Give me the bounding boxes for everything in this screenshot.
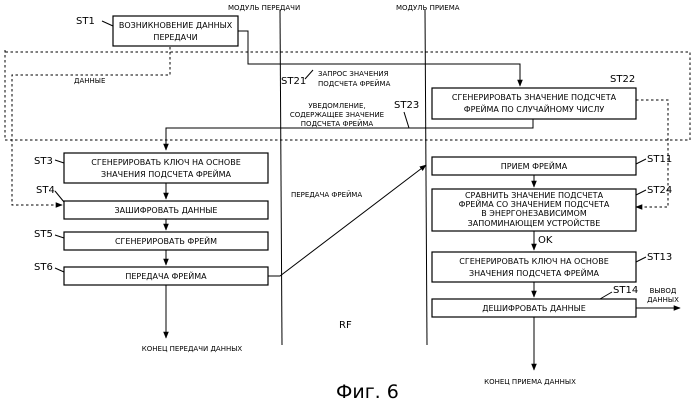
st24-label: ST24 (647, 185, 672, 196)
data-output-line-1: ВЫВОД (650, 287, 677, 295)
transmitter-header: МОДУЛЬ ПЕРЕДАЧИ (228, 4, 300, 12)
st11-leader (636, 159, 646, 164)
st24-leader (636, 190, 646, 195)
st23-leader (404, 112, 409, 128)
end-reception-text: КОНЕЦ ПРИЕМА ДАННЫХ (484, 378, 576, 386)
st5-leader (55, 235, 64, 238)
st5-text: СГЕНЕРИРОВАТЬ ФРЕЙМ (115, 235, 217, 246)
transmitter-divider (280, 10, 282, 345)
st6-label: ST6 (34, 262, 53, 273)
st4-label: ST4 (36, 185, 55, 196)
st13-line-1: СГЕНЕРИРОВАТЬ КЛЮЧ НА ОСНОВЕ (459, 257, 609, 266)
st24-line-3: В ЭНЕРГОНЕЗАВИСИМОМ (481, 209, 587, 218)
receiver-header: МОДУЛЬ ПРИЕМА (396, 4, 460, 12)
st23-line-1: УВЕДОМЛЕНИЕ, (308, 102, 365, 110)
rf-label: RF (339, 320, 352, 331)
st22-line-2: ФРЕЙМА ПО СЛУЧАЙНОМУ ЧИСЛУ (464, 103, 605, 114)
st14-label: ST14 (613, 285, 638, 296)
st21-label: ST21 (281, 76, 306, 87)
st4-text: ЗАШИФРОВАТЬ ДАННЫЕ (115, 206, 218, 215)
st21-leader (305, 70, 313, 79)
st6-leader (55, 268, 64, 272)
receiver-divider (425, 10, 427, 345)
frame-transmission-arrow (268, 165, 426, 276)
end-transmission-text: КОНЕЦ ПЕРЕДАЧИ ДАННЫХ (142, 345, 243, 353)
figure-caption: Фиг. 6 (336, 381, 399, 402)
data-output-line-2: ДАННЫХ (647, 296, 679, 304)
frame-transmission-text: ПЕРЕДАЧА ФРЕЙМА (291, 190, 362, 199)
st24-line-2: ФРЕЙМА СО ЗНАЧЕНИЕМ ПОДСЧЕТА (459, 198, 610, 209)
st21-line-1: ЗАПРОС ЗНАЧЕНИЯ (318, 70, 389, 78)
st23-line-3: ПОДСЧЕТА ФРЕЙМА (301, 119, 374, 128)
st5-label: ST5 (34, 229, 53, 240)
st1-line-2: ПЕРЕДАЧИ (153, 33, 197, 42)
st13-label: ST13 (647, 252, 672, 263)
data-label: ДАННЫЕ (74, 77, 105, 85)
st3-label: ST3 (34, 156, 53, 167)
st13-leader (636, 257, 646, 262)
st3-leader (55, 160, 64, 163)
st23-line-2: СОДЕРЖАЩЕЕ ЗНАЧЕНИЕ (290, 111, 384, 119)
st24-line-4: ЗАПОМИНАЮЩЕМ УСТРОЙСТВЕ (468, 217, 601, 228)
st22-line-1: СГЕНЕРИРОВАТЬ ЗНАЧЕНИЕ ПОДСЧЕТА (452, 93, 617, 102)
st1-label: ST1 (76, 16, 95, 27)
st11-text: ПРИЕМ ФРЕЙМА (501, 160, 568, 171)
st3-line-1: СГЕНЕРИРОВАТЬ КЛЮЧ НА ОСНОВЕ (91, 158, 241, 167)
st6-text: ПЕРЕДАЧА ФРЕЙМА (125, 270, 207, 281)
st23-label: ST23 (394, 100, 419, 111)
ok-label: OK (538, 235, 553, 246)
st11-label: ST11 (647, 154, 672, 165)
st24-line-1: СРАВНИТЬ ЗНАЧЕНИЕ ПОДСЧЕТА (465, 191, 604, 200)
st14-leader (600, 292, 612, 299)
st1-line-1: ВОЗНИКНОВЕНИЕ ДАННЫХ (119, 21, 233, 30)
st1-leader (102, 21, 113, 26)
st14-text: ДЕШИФРОВАТЬ ДАННЫЕ (482, 304, 586, 313)
st21-line-2: ПОДСЧЕТА ФРЕЙМА (318, 79, 391, 88)
st3-line-2: ЗНАЧЕНИЯ ПОДСЧЕТА ФРЕЙМА (101, 168, 232, 179)
st13-line-2: ЗНАЧЕНИЯ ПОДСЧЕТА ФРЕЙМА (469, 267, 600, 278)
st22-label: ST22 (610, 74, 635, 85)
st4-leader (55, 191, 64, 202)
